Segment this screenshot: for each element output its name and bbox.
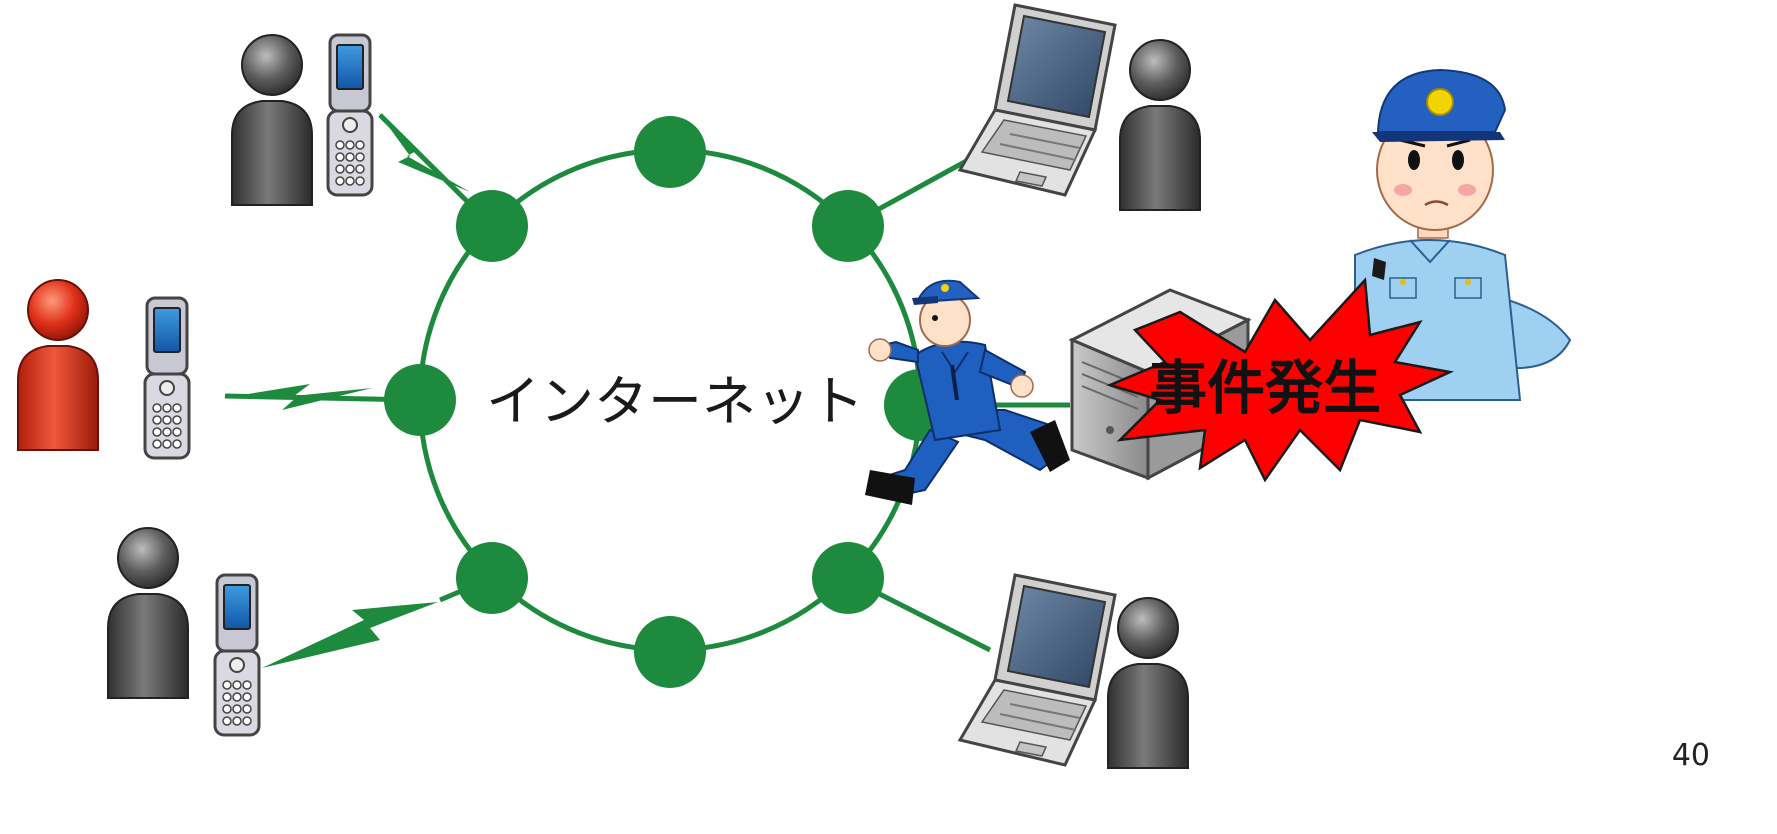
user-bottom-right xyxy=(958,573,1189,769)
node-bottom-left xyxy=(456,542,528,614)
internet-label: インターネット xyxy=(486,370,864,433)
person-icon xyxy=(1119,39,1201,211)
police-officer-icon xyxy=(865,279,1070,505)
user-top-left xyxy=(231,33,374,206)
node-top-right xyxy=(812,190,884,262)
laptop-icon xyxy=(958,3,1117,197)
flip-phone-icon xyxy=(213,573,261,737)
person-icon xyxy=(1107,597,1189,769)
node-top xyxy=(634,116,706,188)
node-left xyxy=(384,364,456,436)
user-top-right xyxy=(958,3,1201,211)
node-bottom xyxy=(634,616,706,688)
flip-phone-icon xyxy=(143,296,191,460)
person-icon xyxy=(107,527,189,699)
person-icon xyxy=(231,34,313,206)
page-number: 40 xyxy=(1672,738,1710,773)
laptop-icon xyxy=(958,573,1117,767)
node-bottom-right xyxy=(812,542,884,614)
network-nodes xyxy=(384,116,956,688)
flip-phone-icon xyxy=(326,33,374,197)
suspect-user xyxy=(17,279,191,460)
incident-label: 事件発生 xyxy=(1149,354,1381,422)
person-icon xyxy=(17,279,99,451)
lightning-link-icon xyxy=(223,112,470,668)
incident-burst: 事件発生 xyxy=(1106,277,1455,483)
user-bottom-left xyxy=(107,527,261,737)
node-top-left xyxy=(456,190,528,262)
